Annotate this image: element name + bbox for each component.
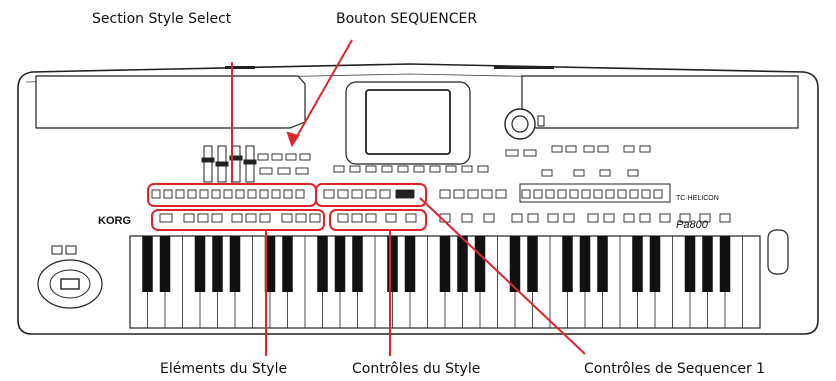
model-logo: Pa800 [676, 219, 709, 231]
sub-brand-logo: TC·HELICON [676, 195, 719, 202]
black-key [527, 236, 538, 292]
black-key [405, 236, 416, 292]
black-key [440, 236, 451, 292]
black-key [597, 236, 608, 292]
black-key [352, 236, 363, 292]
black-key [317, 236, 328, 292]
black-key [457, 236, 468, 292]
display-screen [366, 90, 450, 154]
black-key [160, 236, 171, 292]
joystick-switch-1 [52, 246, 62, 254]
joystick-center-icon [61, 279, 79, 289]
black-key [195, 236, 206, 292]
middle-row-buttons [152, 190, 662, 198]
dial-inner [512, 116, 528, 132]
joystick-switch-2 [66, 246, 76, 254]
brand-logo: KORG [98, 215, 131, 227]
black-key [650, 236, 661, 292]
left-speaker [36, 76, 305, 128]
top-vent-right [494, 66, 554, 69]
knob [538, 116, 544, 126]
black-key [387, 236, 398, 292]
black-key [562, 236, 573, 292]
black-key [632, 236, 643, 292]
black-key [720, 236, 731, 292]
black-key [702, 236, 713, 292]
pedal-slot [768, 230, 788, 274]
right-speaker [522, 76, 798, 128]
black-key [335, 236, 346, 292]
black-key [685, 236, 696, 292]
black-key [580, 236, 591, 292]
black-key [142, 236, 153, 292]
black-key [230, 236, 241, 292]
black-key [212, 236, 223, 292]
black-key [475, 236, 486, 292]
black-key [282, 236, 293, 292]
top-vent-left [225, 66, 255, 69]
